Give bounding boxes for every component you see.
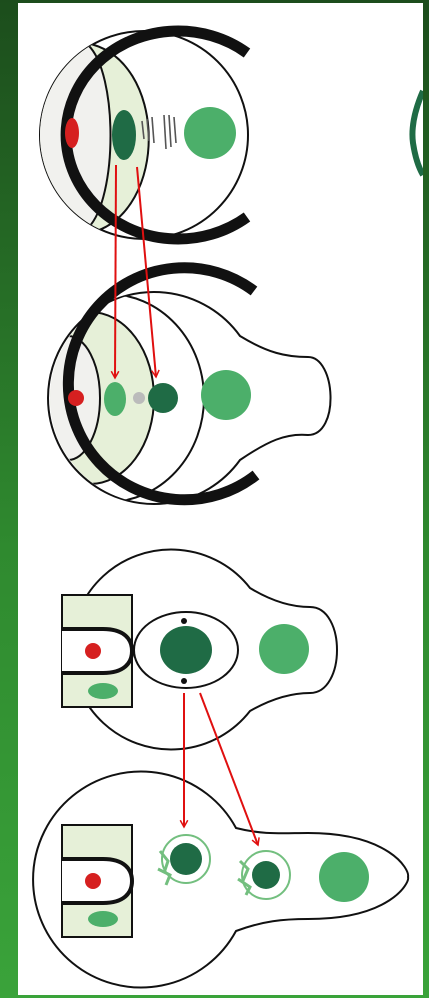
stage4-red-nucleus <box>85 873 101 889</box>
stage3-red-nucleus <box>85 643 101 659</box>
stage3-spindle-pole-top <box>181 618 187 624</box>
cell-stage-4 <box>33 772 408 988</box>
partial-cell-edge <box>412 91 423 175</box>
stage2-dark-green-nucleus <box>148 383 178 413</box>
stage2-spindle <box>133 392 145 404</box>
stage4-medium-green-organelle <box>319 852 369 902</box>
cell-stage-1 <box>38 31 248 243</box>
cell-stage-3 <box>62 550 337 750</box>
stage2-medium-green-organelle <box>201 370 251 420</box>
stage1-dark-green-nucleus <box>112 110 136 160</box>
stage3-spindle-pole-bottom <box>181 678 187 684</box>
stage4-light-green-organelle <box>88 911 118 927</box>
cell-diagram <box>18 3 423 995</box>
stage2-red-nucleus <box>68 390 84 406</box>
arrow-stage1-to-stage2-left <box>115 165 116 378</box>
stage2-light-green-nucleus <box>104 382 126 416</box>
stage1-red-nucleus <box>65 118 79 148</box>
diagram-panel <box>18 3 423 995</box>
stage3-dark-green-nucleus <box>160 626 212 674</box>
stage3-medium-green-organelle <box>259 624 309 674</box>
stage3-light-green-organelle <box>88 683 118 699</box>
cell-stage-2 <box>18 268 331 504</box>
stage1-medium-green-organelle <box>184 107 236 159</box>
